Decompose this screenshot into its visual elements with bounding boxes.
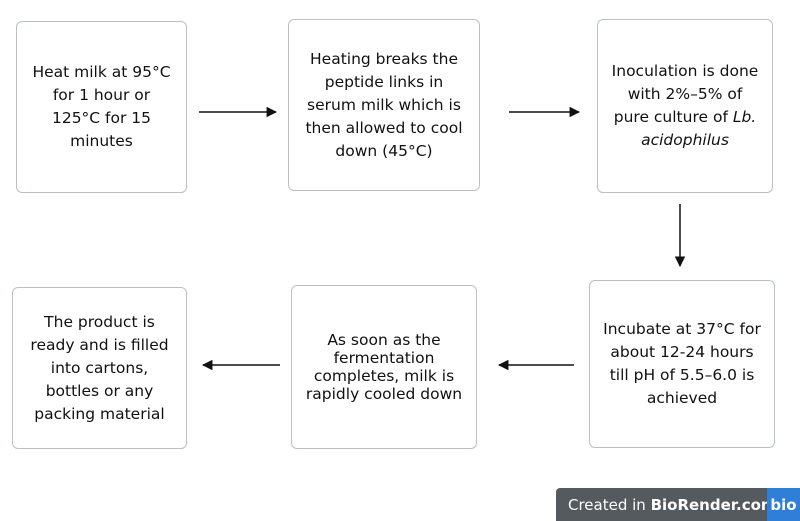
biorender-logo-icon: bio	[767, 488, 800, 521]
step-inoculation: Inoculation is done with 2%–5% of pure c…	[597, 19, 773, 193]
step-inoculation-prefix: Inoculation is done with 2%–5% of pure c…	[611, 62, 759, 126]
step-inoculation-text: Inoculation is done with 2%–5% of pure c…	[608, 60, 762, 152]
biorender-badge[interactable]: Created in BioRender.com bio	[556, 488, 800, 521]
step-rapid-cool-text: As soon as the fermentation completes, m…	[305, 331, 463, 403]
step-packaging: The product is ready and is filled into …	[12, 287, 187, 449]
badge-prefix: Created in	[568, 495, 651, 514]
species-name: Lb. acidophilus	[641, 108, 757, 149]
step-packaging-text: The product is ready and is filled into …	[30, 312, 169, 423]
badge-text: Created in BioRender.com	[556, 496, 777, 514]
step-heat-milk-text: Heat milk at 95°C for 1 hour or 125°C fo…	[32, 63, 171, 150]
step-incubate: Incubate at 37°C for about 12-24 hours t…	[589, 280, 775, 448]
step-heat-milk: Heat milk at 95°C for 1 hour or 125°C fo…	[16, 21, 187, 193]
step-incubate-text: Incubate at 37°C for about 12-24 hours t…	[603, 320, 761, 407]
step-peptide-breakdown-text: Heating breaks the peptide links in seru…	[305, 49, 463, 160]
step-rapid-cool: As soon as the fermentation completes, m…	[291, 285, 477, 449]
step-peptide-breakdown: Heating breaks the peptide links in seru…	[288, 19, 480, 191]
badge-brand: BioRender.com	[650, 495, 777, 514]
